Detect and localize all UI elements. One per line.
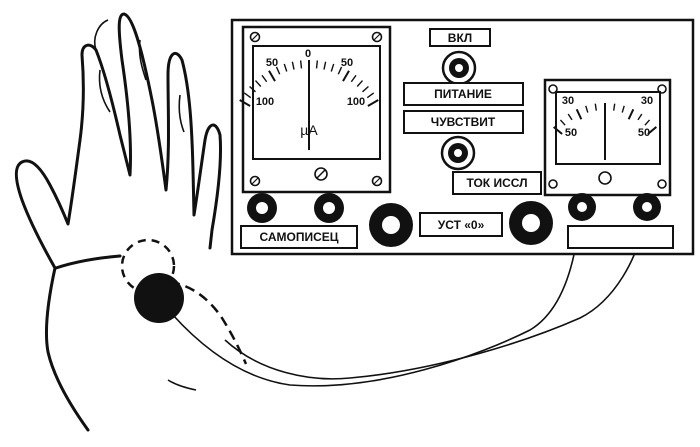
electrode-jack-1[interactable]: [568, 193, 596, 221]
sensitivity-label: ЧУВСТВИТ: [431, 115, 496, 129]
right-meter-tick: [585, 105, 589, 113]
left-meter-tick: [283, 63, 288, 72]
wire-to-left-jack: [171, 213, 581, 387]
right-meter-tick: [567, 113, 573, 121]
zero-set-knob-left[interactable]: [369, 203, 413, 247]
reference-electrode-outline: [120, 238, 176, 294]
left-meter-tick: [275, 66, 281, 75]
sensitivity-knob[interactable]: [440, 135, 476, 171]
hand-outline: [14, 12, 223, 432]
left-meter-tick: [367, 99, 379, 107]
zero-set-knob-right[interactable]: [509, 201, 553, 245]
zero-adjust-screw-icon: [314, 167, 328, 181]
left-meter-tick: [337, 66, 343, 75]
right-meter-tick: [594, 103, 597, 111]
hidden-wire: [169, 280, 248, 365]
left-meter-tick: [299, 60, 303, 69]
left-meter-tick: [330, 63, 335, 72]
left-scale-label-4: 100: [347, 96, 365, 108]
left-meter-tick: [315, 60, 319, 69]
power-knob[interactable]: [441, 50, 477, 86]
recorder-jack-1[interactable]: [247, 193, 277, 223]
left-meter-tick: [362, 85, 369, 93]
power-label-plate: [403, 82, 524, 106]
left-meter-tick: [323, 61, 327, 70]
right-meter-tick: [647, 126, 657, 135]
left-scale-label-0: 100: [256, 96, 274, 108]
left-meter-unit: µA: [300, 122, 318, 138]
zero-set-label-plate: [419, 212, 503, 237]
left-microammeter: 100 50 0 50 100 µA: [239, 25, 392, 194]
left-meter-tick: [243, 92, 252, 99]
recorder-jack-2[interactable]: [314, 193, 344, 223]
left-meter-tick: [350, 74, 357, 83]
left-meter-tick: [291, 61, 295, 70]
right-meter-tick: [613, 103, 616, 111]
power-label: ПИТАНИЕ: [434, 87, 492, 101]
zero-set-label: УСТ «0»: [438, 218, 485, 232]
right-meter-tick: [559, 119, 566, 126]
right-scale-label-2: 30: [641, 95, 653, 107]
left-meter-tick: [366, 92, 375, 99]
right-scale-label-0: 50: [565, 127, 577, 139]
right-scale-label-1: 30: [562, 95, 574, 107]
left-meter-tick: [356, 80, 364, 87]
test-current-label-plate: [452, 171, 542, 195]
left-scale-label-1: 50: [266, 57, 278, 69]
right-meter-tick: [575, 108, 583, 120]
recorder-label: САМОПИСЕЦ: [259, 230, 338, 244]
left-meter-tick: [249, 85, 256, 93]
wire-to-right-jack: [224, 211, 646, 380]
right-meter-tick: [621, 105, 625, 113]
left-scale-label-2: 0: [305, 48, 311, 60]
power-switch-plate: [429, 28, 491, 47]
power-switch-label: ВКЛ: [448, 31, 472, 45]
left-meter-tick: [239, 99, 251, 107]
left-meter-tick: [268, 70, 276, 82]
right-meter-tick: [553, 126, 563, 135]
electrode-jack-2[interactable]: [633, 193, 661, 221]
right-meter-tick: [637, 113, 643, 121]
right-meter-tick: [644, 119, 651, 126]
test-current-label: ТОК ИССЛ: [466, 176, 527, 190]
right-scale-label-3: 50: [638, 127, 650, 139]
right-meter-tick: [627, 108, 635, 120]
electrode-label-plate-blank: [567, 225, 674, 249]
left-meter-tick: [261, 74, 268, 83]
left-meter-tick: [254, 80, 262, 87]
active-electrode: [134, 273, 184, 323]
sensitivity-label-plate: [403, 110, 524, 134]
recorder-label-plate: [240, 225, 358, 249]
right-meter: 50 30 30 50: [543, 78, 672, 197]
left-scale-label-3: 50: [341, 57, 353, 69]
left-meter-tick: [342, 70, 350, 82]
